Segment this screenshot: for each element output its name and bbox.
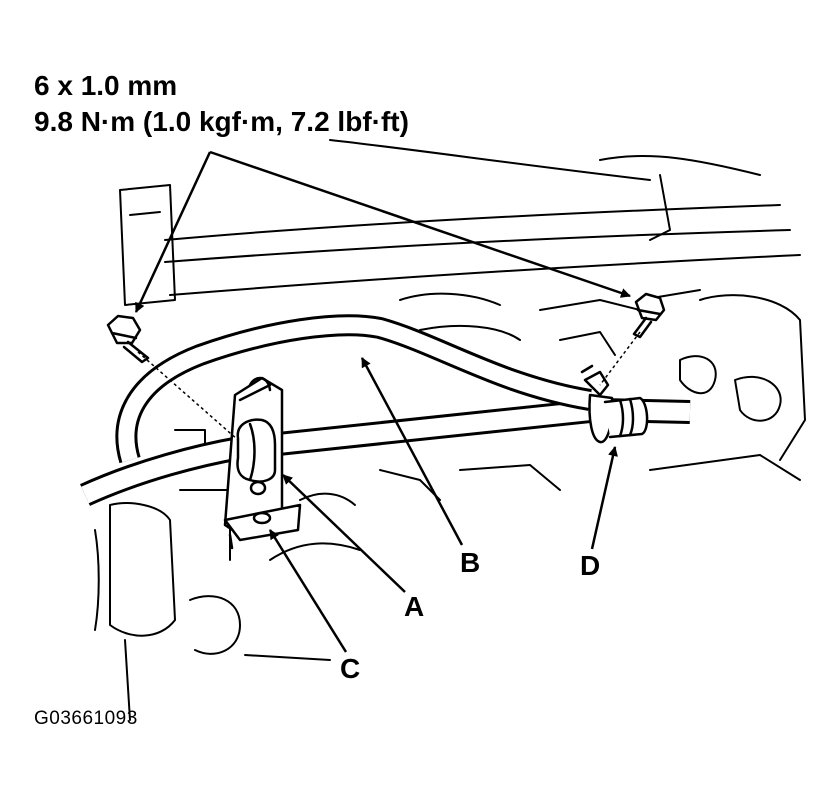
bolt-left-icon — [106, 314, 150, 364]
bushing-a — [236, 418, 277, 483]
bolt-size-spec: 6 x 1.0 mm — [34, 70, 178, 101]
spec-leader-arrows — [134, 150, 631, 313]
background-linework — [94, 139, 806, 721]
callout-label-a: A — [404, 591, 425, 622]
callout-label-c: C — [340, 653, 361, 684]
figure-id: G03661093 — [34, 708, 138, 729]
callout-arrows — [268, 357, 618, 653]
callout-label-b: B — [460, 547, 481, 578]
bushing-clamp-right — [580, 364, 649, 444]
bolt-right-icon — [632, 292, 666, 339]
install-path-lines — [137, 331, 641, 441]
callout-label-d: D — [580, 550, 601, 581]
torque-spec: 9.8 N·m (1.0 kgf·m, 7.2 lbf·ft) — [34, 106, 409, 137]
